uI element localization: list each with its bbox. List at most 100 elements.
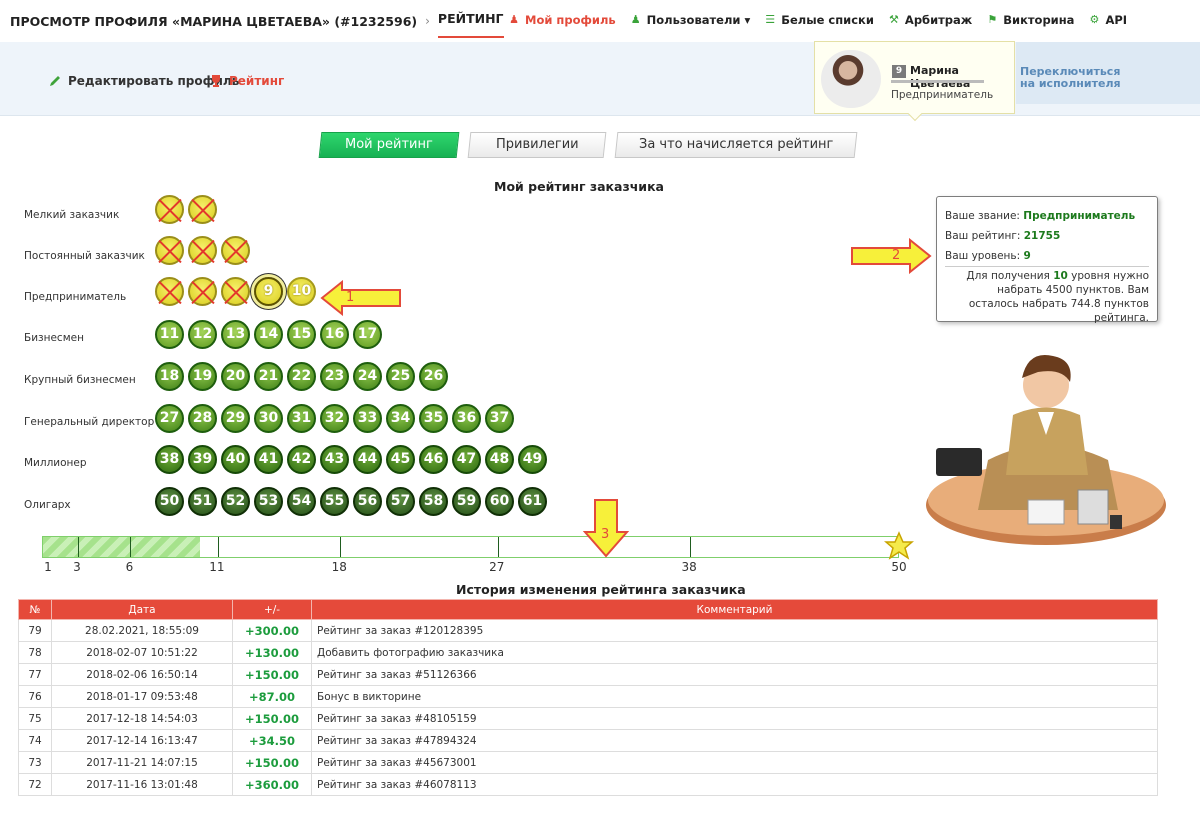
progress-tick-label: 18: [331, 560, 347, 574]
avatar: [821, 50, 881, 108]
annotation-number: 1: [346, 290, 355, 305]
breadcrumb-profile[interactable]: ПРОСМОТР ПРОФИЛЯ «МАРИНА ЦВЕТАЕВА» (#123…: [10, 13, 418, 29]
rank-label: Постоянный заказчик: [24, 250, 145, 262]
progress-tick-label: 6: [125, 560, 134, 574]
rank-label: Крупный бизнесмен: [24, 374, 136, 386]
row-number: 73: [18, 751, 52, 774]
level-badge-19: 19: [188, 362, 217, 391]
level-badge-31: 31: [287, 404, 316, 433]
user-icon: ♟: [509, 13, 519, 26]
nav-api-label: API: [1105, 13, 1128, 27]
level-badge-11: 11: [155, 320, 184, 349]
level-badge-53: 53: [254, 487, 283, 516]
history-title: История изменения рейтинга заказчика: [456, 582, 746, 597]
nav-quiz[interactable]: ⚑ Викторина: [986, 13, 1074, 27]
profile-card[interactable]: 9 Марина Цветаева Предприниматель: [814, 41, 1015, 122]
row-number: 77: [18, 663, 52, 686]
level-badge-42: 42: [287, 445, 316, 474]
row-delta: +300.00: [232, 619, 312, 642]
level-badge-21: 21: [254, 362, 283, 391]
nav-api[interactable]: ⚙ API: [1088, 13, 1128, 27]
level-badge-43: 43: [320, 445, 349, 474]
annotation-number: 3: [601, 527, 610, 542]
level-badge-24: 24: [353, 362, 382, 391]
progress-tick: [217, 537, 219, 557]
level-badge-38: 38: [155, 445, 184, 474]
progress-tick: [130, 537, 132, 557]
info-rating-label: Ваш рейтинг:: [945, 230, 1024, 242]
nav-users[interactable]: ♟ Пользователи ▾: [630, 13, 751, 27]
row-comment: Рейтинг за заказ #45673001: [311, 751, 1158, 774]
col-delta[interactable]: +/-: [232, 599, 312, 620]
rank-label: Олигарх: [24, 499, 71, 511]
nav-my-profile[interactable]: ♟ Мой профиль: [508, 13, 616, 27]
level-badge-59: 59: [452, 487, 481, 516]
businessman-illustration: [926, 354, 1166, 545]
col-comment[interactable]: Комментарий: [311, 599, 1158, 620]
tab-rating-rules-label: За что начисляется рейтинг: [638, 137, 834, 152]
level-badge: 9: [892, 65, 906, 78]
level-badge-48: 48: [485, 445, 514, 474]
row-delta: +130.00: [232, 641, 312, 664]
switch-to-performer-button[interactable]: Переключиться на исполнителя: [1016, 42, 1200, 104]
nav-whitelists-label: Белые списки: [781, 13, 874, 27]
level-badge-30: 30: [254, 404, 283, 433]
edit-profile-label: Редактировать профиль: [68, 74, 240, 88]
info-level-row: Ваш уровень: 9: [945, 246, 1149, 266]
row-number: 78: [18, 641, 52, 664]
level-badge-47: 47: [452, 445, 481, 474]
row-date: 28.02.2021, 18:55:09: [51, 619, 233, 642]
info-level-value: 9: [1023, 250, 1031, 262]
progress-tick: [690, 537, 692, 557]
row-date: 2017-12-14 16:13:47: [51, 729, 233, 752]
col-date[interactable]: Дата: [51, 599, 233, 620]
tab-privileges[interactable]: Привилегии: [467, 132, 607, 158]
nav-arbitration[interactable]: ⚒ Арбитраж: [888, 13, 972, 27]
nav-my-profile-label: Мой профиль: [525, 13, 616, 27]
level-badge-54: 54: [287, 487, 316, 516]
level-badge-60: 60: [485, 487, 514, 516]
level-badge-39: 39: [188, 445, 217, 474]
users-icon: ♟: [630, 13, 641, 26]
tab-rating-rules[interactable]: За что начисляется рейтинг: [614, 132, 858, 158]
row-delta: +87.00: [232, 685, 312, 708]
row-delta: +150.00: [232, 663, 312, 686]
level-badge-12: 12: [188, 320, 217, 349]
row-comment: Добавить фотографию заказчика: [311, 641, 1158, 664]
level-badge-26: 26: [419, 362, 448, 391]
level-badge-50: 50: [155, 487, 184, 516]
level-badge-15: 15: [287, 320, 316, 349]
edit-profile-link[interactable]: Редактировать профиль: [48, 74, 239, 88]
switch-line-1: Переключиться: [1020, 65, 1121, 78]
info-level-label: Ваш уровень:: [945, 250, 1024, 262]
level-badge-51: 51: [188, 487, 217, 516]
nav-whitelists[interactable]: ☰ Белые списки: [764, 13, 874, 27]
row-date: 2018-02-06 16:50:14: [51, 663, 233, 686]
level-badge-41: 41: [254, 445, 283, 474]
level-badge-5: [221, 236, 250, 265]
level-badge-28: 28: [188, 404, 217, 433]
row-delta: +360.00: [232, 773, 312, 796]
level-badge-6: [155, 277, 184, 306]
tab-my-rating[interactable]: Мой рейтинг: [318, 132, 460, 158]
col-number[interactable]: №: [18, 599, 52, 620]
level-badge-49: 49: [518, 445, 547, 474]
row-number: 79: [18, 619, 52, 642]
level-badge-56: 56: [353, 487, 382, 516]
info-hint-level: 10: [1053, 270, 1068, 282]
rank-label: Предприниматель: [24, 291, 127, 303]
row-comment: Бонус в викторине: [311, 685, 1158, 708]
gear-icon: ⚙: [1089, 13, 1100, 26]
breadcrumb-current: РЕЙТИНГ: [437, 11, 504, 38]
row-date: 2017-11-16 13:01:48: [51, 773, 233, 796]
row-date: 2018-01-17 09:53:48: [51, 685, 233, 708]
rank-label: Мелкий заказчик: [24, 209, 120, 221]
row-date: 2018-02-07 10:51:22: [51, 641, 233, 664]
rating-link[interactable]: Рейтинг: [209, 74, 284, 88]
level-badge-35: 35: [419, 404, 448, 433]
level-badge-58: 58: [419, 487, 448, 516]
